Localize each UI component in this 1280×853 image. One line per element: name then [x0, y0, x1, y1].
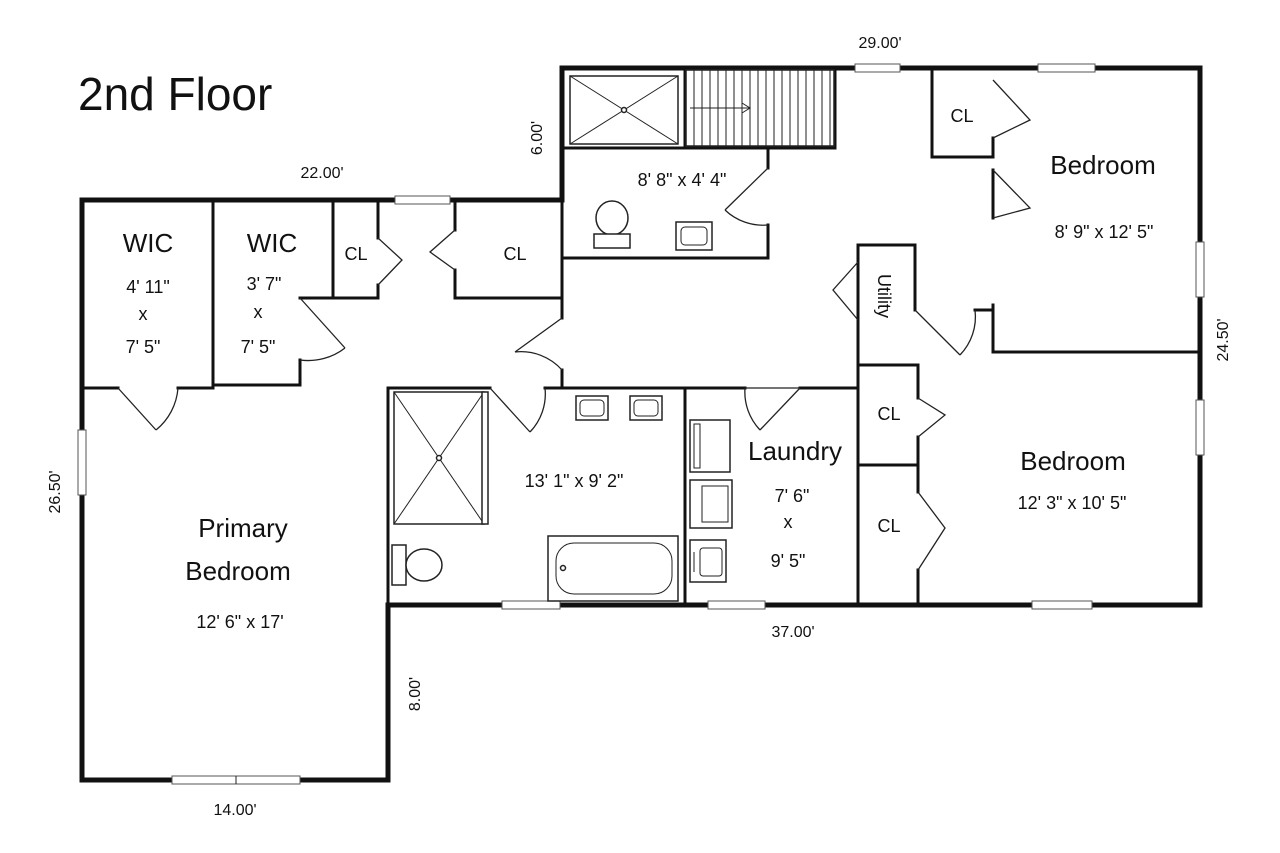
closet-small-name: CL: [344, 244, 367, 264]
wic2-height: 7' 5": [241, 337, 276, 357]
laundry-name: Laundry: [748, 436, 842, 466]
doors: [117, 79, 1032, 571]
windows: [77, 63, 1205, 785]
primary-bedroom-name-line1: Primary: [198, 513, 288, 543]
primary-bath-dims: 13' 1" x 9' 2": [525, 471, 624, 491]
closet-hall-name: CL: [503, 244, 526, 264]
closet-bedroom1-name: CL: [950, 106, 973, 126]
utility-name: Utility: [874, 274, 894, 318]
laundry-x: x: [784, 512, 793, 532]
laundry-height: 9' 5": [771, 551, 806, 571]
dim-top-right: 29.00': [858, 35, 901, 52]
interior-walls: [80, 66, 1202, 607]
dim-right: 24.50': [1215, 318, 1232, 361]
laundry-width: 7' 6": [775, 486, 810, 506]
wic1-height: 7' 5": [126, 337, 161, 357]
wic2-width: 3' 7": [247, 274, 282, 294]
primary-bedroom-dims: 12' 6" x 17': [196, 612, 283, 632]
floor-title: 2nd Floor: [78, 68, 272, 120]
wic1-width: 4' 11": [126, 277, 170, 297]
dim-left: 26.50': [47, 470, 64, 513]
closet-bedroom2b-name: CL: [877, 516, 900, 536]
closet-bedroom2a-name: CL: [877, 404, 900, 424]
stairs: [685, 69, 835, 147]
wic1-name: WIC: [123, 228, 174, 258]
room-labels: WIC 4' 11" x 7' 5" WIC 3' 7" x 7' 5" CL …: [123, 106, 1156, 632]
fixtures: [391, 75, 733, 602]
dim-stair-notch: 6.00': [529, 121, 546, 155]
dim-top-left: 22.00': [300, 165, 343, 182]
wic2-x: x: [254, 302, 263, 322]
dim-bottom-left: 14.00': [213, 802, 256, 819]
hall-bath-dims: 8' 8" x 4' 4": [638, 170, 727, 190]
dim-notch-vertical: 8.00': [407, 677, 424, 711]
bedroom1-dims: 8' 9" x 12' 5": [1055, 222, 1154, 242]
wic1-x: x: [139, 304, 148, 324]
exterior-dimensions: 29.00' 22.00' 6.00' 26.50' 24.50' 37.00'…: [47, 35, 1232, 819]
wic2-name: WIC: [247, 228, 298, 258]
bedroom2-name: Bedroom: [1020, 446, 1126, 476]
primary-bedroom-name-line2: Bedroom: [185, 556, 291, 586]
bedroom2-dims: 12' 3" x 10' 5": [1018, 493, 1127, 513]
bedroom1-name: Bedroom: [1050, 150, 1156, 180]
exterior-walls: [79, 65, 1203, 783]
dim-bottom-mid: 37.00': [771, 624, 814, 641]
